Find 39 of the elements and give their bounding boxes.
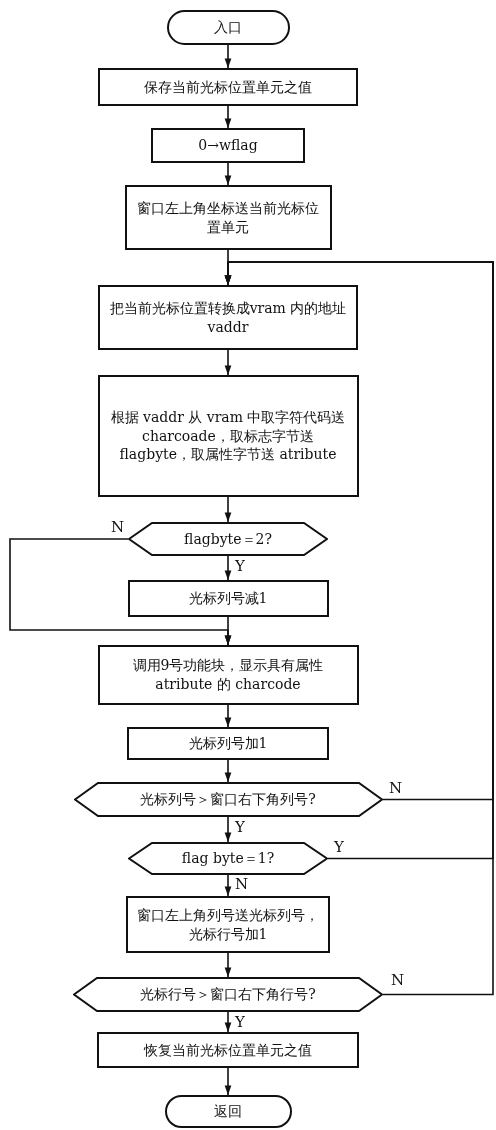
arrow	[224, 874, 232, 897]
arrow	[224, 349, 232, 376]
arrow	[224, 952, 232, 978]
decision-text: flagbyte＝2?	[184, 529, 272, 549]
edge-label: Y	[234, 1014, 246, 1030]
arrow	[224, 162, 232, 186]
arrow	[224, 261, 494, 996]
terminal-box: 返回	[164, 1095, 292, 1128]
process-box: 0→wflag	[151, 128, 305, 163]
process-box: 恢复当前光标位置单元之值	[97, 1032, 359, 1068]
arrow	[224, 616, 232, 646]
decision-text: 光标列号＞窗口右下角列号?	[140, 790, 316, 809]
process-box: 光标列号减1	[127, 580, 329, 617]
arrow	[224, 44, 232, 69]
arrow	[224, 816, 232, 843]
decision-text: flag byte＝1?	[181, 849, 275, 868]
edge-label: N	[234, 876, 250, 892]
edge-label: Y	[333, 839, 345, 855]
process-box: 把当前光标位置转换成vram 内的地址vaddr	[98, 285, 358, 350]
process-box: 保存当前光标位置单元之值	[98, 68, 358, 106]
process-box: 窗口左上角坐标送当前光标位置单元	[124, 185, 332, 250]
edge-label: N	[388, 780, 404, 796]
terminal-box: 入口	[166, 10, 290, 45]
arrow	[224, 704, 232, 728]
edge-label: N	[390, 972, 406, 988]
process-box: 窗口左上角列号送光标列号，光标行号加1	[126, 896, 330, 953]
arrow	[224, 555, 232, 581]
arrow	[224, 1067, 232, 1096]
process-box: 根据 vaddr 从 vram 中取字符代码送 charcoade，取标志字节送 flagbyte，取属性字节送 atribute	[97, 375, 359, 497]
arrow	[224, 759, 232, 783]
process-box: 光标列号加1	[127, 727, 329, 760]
edge-label: N	[110, 519, 126, 535]
arrow	[224, 105, 232, 129]
edge-label: Y	[234, 819, 246, 835]
decision-text: 光标行号＞窗口右下角行号?	[140, 985, 316, 1004]
arrow	[224, 496, 232, 523]
arrow	[224, 1011, 232, 1033]
edge-label: Y	[234, 558, 246, 574]
process-box: 调用9号功能块，显示具有属性 atribute 的 charcode	[97, 645, 359, 705]
